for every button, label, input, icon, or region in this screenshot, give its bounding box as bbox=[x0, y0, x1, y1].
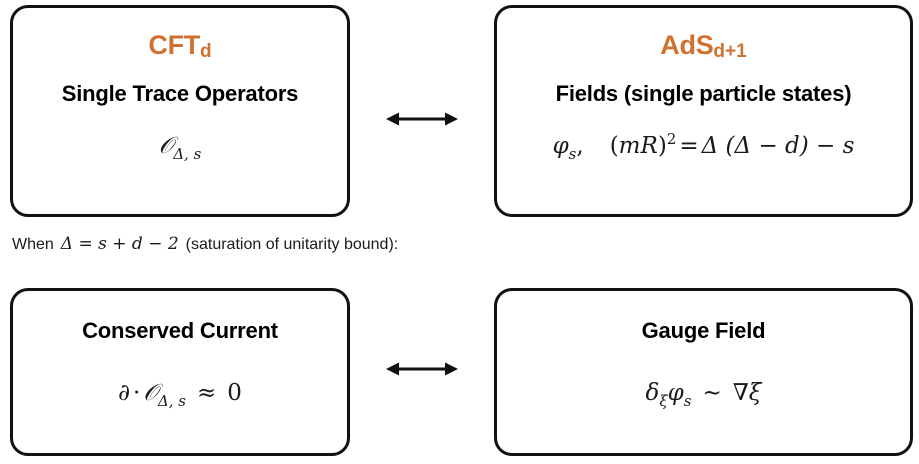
gradient-symbol: ∇ bbox=[732, 380, 749, 406]
panel-conserved-current: Conserved Current ∂·𝒪Δ, s ≈0 bbox=[10, 288, 350, 456]
bulk-field-symbol: φ bbox=[667, 380, 684, 406]
panel-cft-title-subscript: d bbox=[199, 41, 212, 62]
panel-ads-subtitle: Fields (single particle states) bbox=[555, 81, 852, 106]
equals-sign: = bbox=[679, 133, 699, 159]
mass-paren-open: ( bbox=[609, 133, 619, 159]
dimension-relation: Δ (Δ − d) − s bbox=[701, 133, 855, 159]
panel-ads-formula: φs, (mR)2=Δ (Δ − d) − s bbox=[552, 132, 855, 162]
correspondence-arrow-bottom bbox=[386, 358, 458, 380]
panel-gauge-field-subtitle: Gauge Field bbox=[641, 318, 766, 343]
caption-lead: When bbox=[12, 236, 54, 253]
panel-ads-title-main: AdS bbox=[660, 30, 714, 60]
variation-subscript: ξ bbox=[659, 392, 668, 410]
dot-product-symbol: · bbox=[133, 380, 141, 406]
mass-paren-close: ) bbox=[657, 133, 667, 159]
operator-symbol: 𝒪 bbox=[143, 380, 158, 406]
panel-conserved-current-formula: ∂·𝒪Δ, s ≈0 bbox=[118, 380, 242, 409]
panel-gauge-field-formula: δξφs∼∇ξ bbox=[645, 380, 762, 409]
bulk-field-symbol: φ bbox=[552, 133, 569, 159]
operator-symbol: 𝒪 bbox=[158, 133, 174, 159]
formula-comma: , bbox=[576, 133, 584, 159]
panel-cft-title: CFTd bbox=[148, 30, 212, 62]
mass-exponent: 2 bbox=[666, 130, 677, 148]
panel-ads-title-subscript: d+1 bbox=[713, 41, 747, 62]
correspondence-arrow-top bbox=[386, 108, 458, 130]
caption-trail: (saturation of unitarity bound): bbox=[185, 236, 399, 253]
panel-ads-title: AdSd+1 bbox=[660, 30, 747, 62]
caption-condition: Δ = s + d − 2 bbox=[60, 234, 179, 254]
similar-relation-symbol: ∼ bbox=[702, 380, 722, 406]
panel-cft-subtitle: Single Trace Operators bbox=[61, 81, 299, 106]
partial-derivative-symbol: ∂ bbox=[118, 380, 131, 406]
panel-cft-title-main: CFT bbox=[148, 30, 200, 60]
panel-cft: CFTd Single Trace Operators 𝒪Δ, s bbox=[10, 5, 350, 217]
variation-symbol: δ bbox=[645, 380, 660, 406]
panel-conserved-current-subtitle: Conserved Current bbox=[82, 318, 278, 343]
operator-subscript: Δ, s bbox=[173, 145, 202, 163]
gauge-parameter-symbol: ξ bbox=[748, 380, 762, 406]
bulk-field-subscript: s bbox=[683, 392, 692, 410]
operator-subscript: Δ, s bbox=[157, 392, 186, 410]
approx-relation-symbol: ≈ bbox=[196, 380, 217, 406]
panel-gauge-field: Gauge Field δξφs∼∇ξ bbox=[494, 288, 913, 456]
mass-term: mR bbox=[618, 133, 658, 159]
panel-ads: AdSd+1 Fields (single particle states) φ… bbox=[494, 5, 913, 217]
unitarity-caption: When Δ = s + d − 2 (saturation of unitarit… bbox=[12, 236, 398, 253]
panel-cft-formula: 𝒪Δ, s bbox=[158, 133, 202, 162]
bulk-field-subscript: s bbox=[568, 145, 577, 163]
conservation-rhs: 0 bbox=[227, 380, 242, 406]
